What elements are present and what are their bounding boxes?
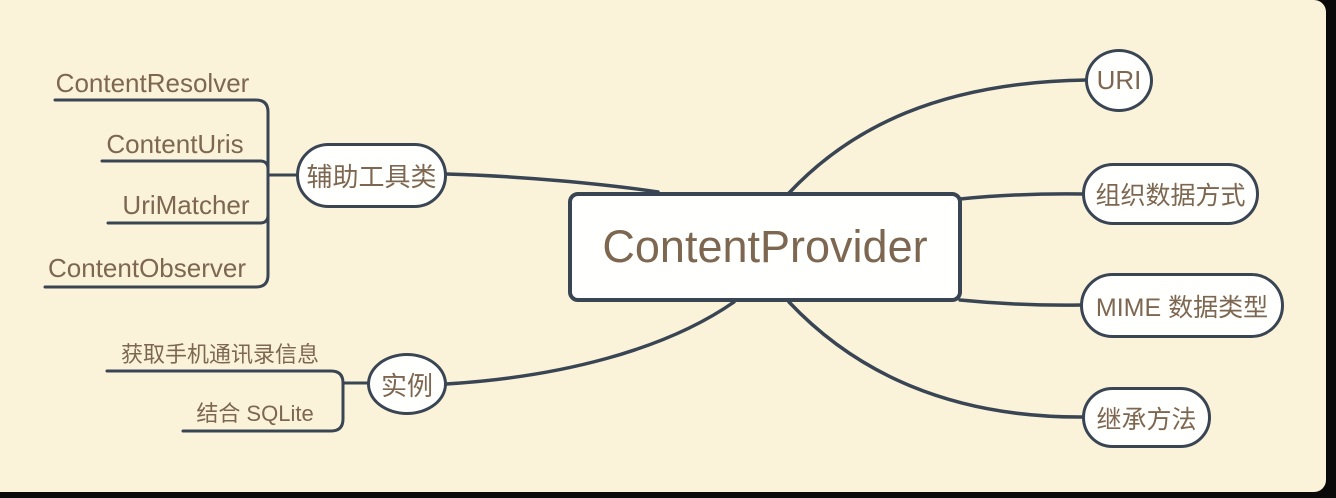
connector-root-organization <box>958 192 1086 201</box>
leaf-node-urimatcher[interactable]: UriMatcher <box>122 190 250 220</box>
branch-node-uri[interactable]: URI <box>1085 49 1153 112</box>
branch-node-mime-data-type[interactable]: MIME 数据类型 <box>1080 273 1284 338</box>
branch-node-aux-tools[interactable]: 辅助工具类 <box>296 143 447 208</box>
connector-root-inherit <box>787 300 1086 419</box>
connector-root-uri <box>787 78 1089 195</box>
leaf-node-contentobserver[interactable]: ContentObserver <box>48 253 246 283</box>
connector-example-bracket <box>105 369 345 433</box>
leaf-node-combine-sqlite[interactable]: 结合 SQLite <box>196 401 314 426</box>
connector-example-root <box>444 300 736 386</box>
leaf-node-get-phone-contacts[interactable]: 获取手机通讯录信息 <box>120 342 319 367</box>
branch-node-inherit-methods[interactable]: 继承方法 <box>1082 387 1211 448</box>
root-node-contentprovider[interactable]: ContentProvider <box>568 192 962 302</box>
connector-contenturis <box>100 159 270 171</box>
leaf-node-contentresolver[interactable]: ContentResolver <box>55 68 250 98</box>
connector-urimatcher <box>106 213 270 225</box>
connector-aux-bracket <box>43 98 270 289</box>
connector-root-mime <box>958 298 1084 307</box>
branch-node-example[interactable]: 实例 <box>367 353 447 415</box>
leaf-node-contenturis[interactable]: ContentUris <box>106 129 244 159</box>
branch-node-data-organization[interactable]: 组织数据方式 <box>1082 163 1259 225</box>
connector-aux-root <box>444 172 660 194</box>
